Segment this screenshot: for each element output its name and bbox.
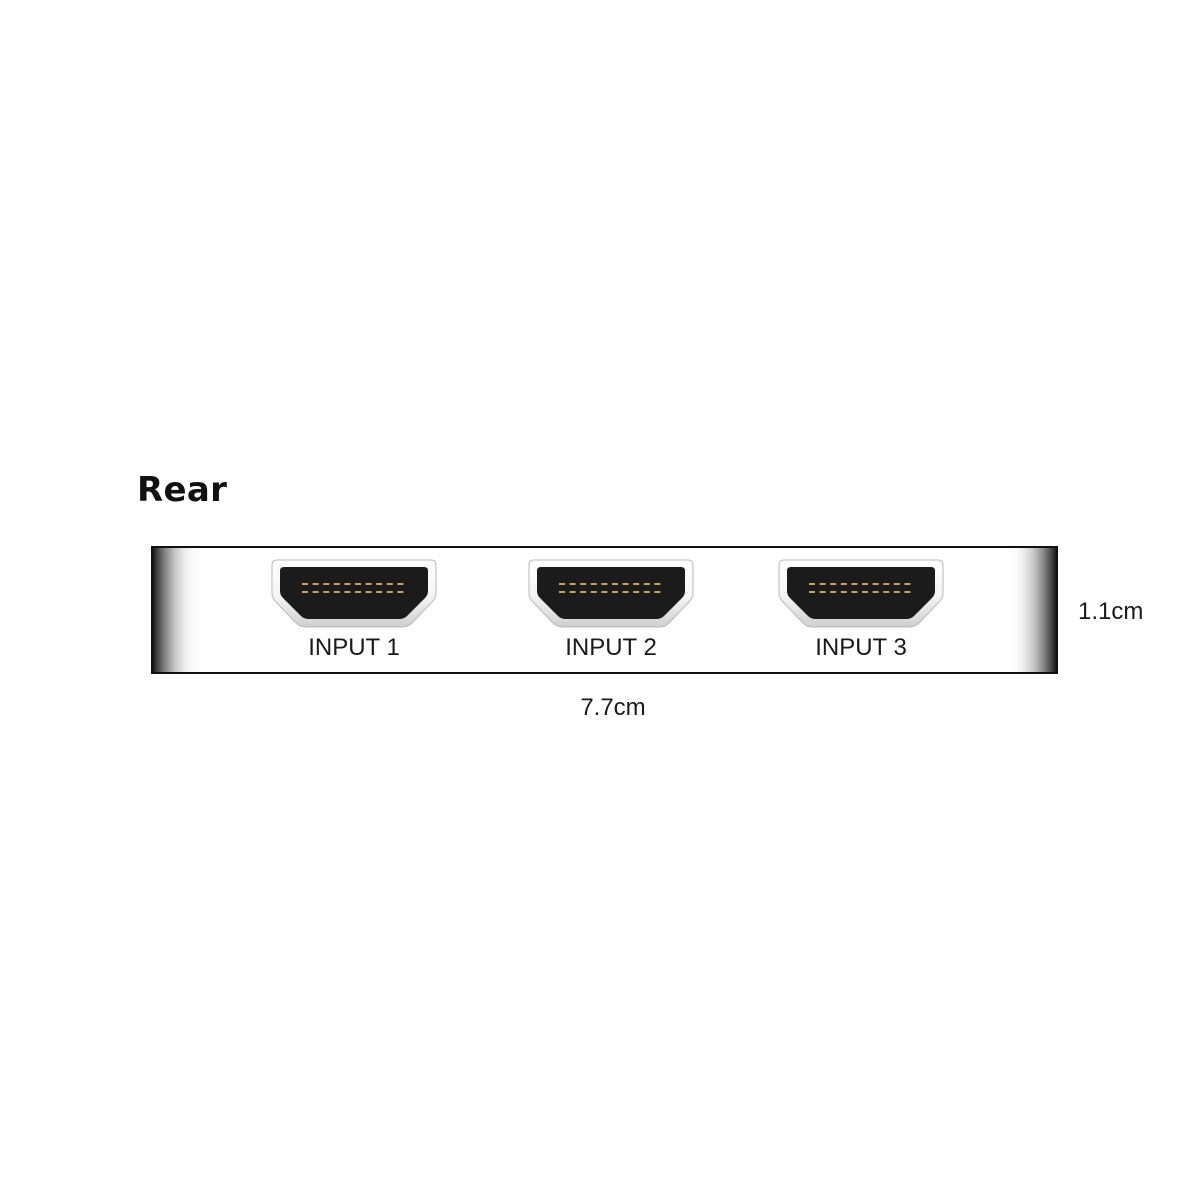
- pin-contact: [590, 591, 597, 593]
- pin-contact: [569, 583, 576, 585]
- pin-contact: [904, 583, 911, 585]
- pin-contact: [612, 583, 618, 585]
- diagram-title: Rear: [137, 470, 228, 510]
- pin-contact: [569, 591, 576, 593]
- pin-contact: [830, 591, 837, 593]
- pin-contact: [862, 583, 868, 585]
- pin-contact: [590, 583, 597, 585]
- pin-contact: [397, 583, 404, 585]
- pin-contact: [365, 583, 372, 585]
- pin-contact: [904, 591, 911, 593]
- pin-contact: [344, 591, 351, 593]
- port-label-input-2: INPUT 2: [565, 634, 657, 661]
- pin-contact: [819, 591, 826, 593]
- pin-contact: [654, 591, 661, 593]
- hdmi-port-icon: [775, 559, 947, 629]
- pin-contact: [302, 591, 308, 593]
- pin-contact: [851, 583, 858, 585]
- pin-contact: [851, 591, 858, 593]
- hdmi-port-icon: [268, 559, 440, 629]
- pin-contact: [830, 583, 837, 585]
- pin-contact: [580, 583, 587, 585]
- pin-contact: [883, 591, 890, 593]
- pin-contact: [872, 583, 879, 585]
- device-rear-panel: INPUT 1 INPUT 2 INPUT 3: [151, 546, 1058, 674]
- pin-contact: [386, 583, 393, 585]
- pin-contact: [601, 583, 608, 585]
- pin-contact: [344, 583, 351, 585]
- port-label-input-3: INPUT 3: [815, 634, 907, 661]
- pin-contact: [376, 591, 383, 593]
- pin-contact: [862, 591, 868, 593]
- pin-contact: [622, 583, 629, 585]
- pin-contact: [365, 591, 372, 593]
- pin-contact: [643, 583, 650, 585]
- pin-contact: [386, 591, 393, 593]
- pin-contact: [633, 591, 640, 593]
- pin-contact: [872, 591, 879, 593]
- pin-contact: [323, 591, 330, 593]
- pin-contact: [633, 583, 640, 585]
- pin-contact: [840, 591, 847, 593]
- pin-contact: [580, 591, 587, 593]
- pin-contact: [333, 591, 340, 593]
- pin-contact: [893, 583, 900, 585]
- pin-contact: [840, 583, 847, 585]
- port-label-input-1: INPUT 1: [308, 634, 400, 661]
- pin-contact: [893, 591, 900, 593]
- pin-contact: [819, 583, 826, 585]
- pin-contact: [376, 583, 383, 585]
- pin-contact: [612, 591, 618, 593]
- pin-contact: [643, 591, 650, 593]
- pin-contact: [559, 583, 565, 585]
- pin-contact: [333, 583, 340, 585]
- port-pins: [809, 583, 911, 593]
- pin-contact: [601, 591, 608, 593]
- height-dimension-label: 1.1cm: [1078, 598, 1144, 625]
- width-dimension-label: 7.7cm: [580, 694, 646, 721]
- pin-contact: [312, 583, 319, 585]
- pin-contact: [355, 591, 361, 593]
- pin-contact: [654, 583, 661, 585]
- hdmi-port-icon: [525, 559, 697, 629]
- pin-contact: [397, 591, 404, 593]
- port-pins: [559, 583, 661, 593]
- pin-contact: [355, 583, 361, 585]
- pin-contact: [809, 583, 815, 585]
- pin-contact: [559, 591, 565, 593]
- pin-contact: [312, 591, 319, 593]
- pin-contact: [809, 591, 815, 593]
- pin-contact: [622, 591, 629, 593]
- port-pins: [302, 583, 404, 593]
- pin-contact: [323, 583, 330, 585]
- pin-contact: [302, 583, 308, 585]
- pin-contact: [883, 583, 890, 585]
